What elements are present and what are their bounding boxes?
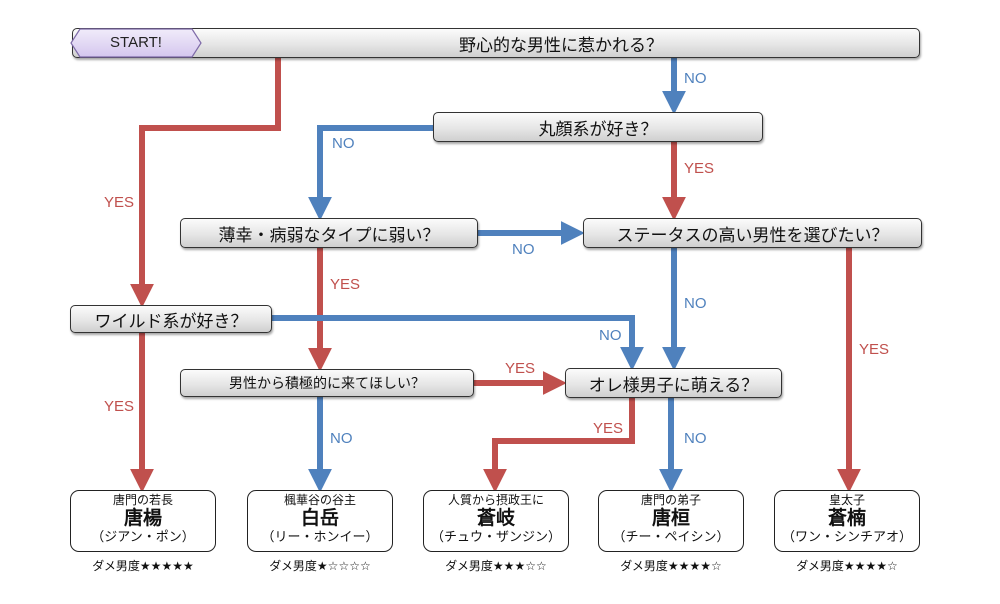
arrow-q5-no <box>272 315 644 371</box>
question-text: 野心的な男性に惹かれる？ <box>459 35 663 56</box>
rating-stars: ★★★☆☆ <box>492 559 547 573</box>
rating-label: ダメ男度 <box>445 559 493 573</box>
result-subtitle: 唐門の弟子 <box>640 493 701 507</box>
question-frail-type: 薄幸・病弱なタイプに弱い？ <box>180 218 478 248</box>
label-q1-no: NO <box>684 70 707 87</box>
result-rating: ダメ男度★★★★☆ <box>598 557 744 574</box>
rating-stars: ★☆☆☆☆ <box>316 559 371 573</box>
rating-stars: ★★★★★ <box>139 559 194 573</box>
result-subtitle: 唐門の若長 <box>112 493 173 507</box>
start-shape <box>70 28 202 58</box>
result-card-cang-nan: 皇太子 蒼楠 （ワン・シンチアオ） <box>774 490 920 552</box>
result-card-tang-yang: 唐門の若長 唐楊 （ジアン・ポン） <box>70 490 216 552</box>
label-q2-no: NO <box>332 135 355 152</box>
label-q5-no: NO <box>599 327 622 344</box>
question-text: ワイルド系が好き？ <box>94 311 248 332</box>
result-reading: （ジアン・ポン） <box>91 530 195 545</box>
arrow-q7-yes <box>483 398 635 493</box>
label-q6-yes: YES <box>505 360 536 377</box>
result-card-bai-yue: 楓華谷の谷主 白岳 （リー・ホンイー） <box>247 490 393 552</box>
result-name: 唐桓 <box>651 507 690 529</box>
result-card-tang-huan: 唐門の弟子 唐桓 （チー・ペイシン） <box>598 490 744 552</box>
result-reading: （リー・ホンイー） <box>261 530 379 545</box>
arrow-q1-yes <box>130 58 281 308</box>
question-high-status: ステータスの高い男性を選びたい？ <box>583 218 922 248</box>
start-label: START! <box>110 34 162 51</box>
result-reading: （チー・ペイシン） <box>612 530 730 545</box>
question-text: 丸顔系が好き？ <box>538 119 658 140</box>
result-name: 蒼岐 <box>476 507 515 529</box>
result-subtitle: 楓華谷の谷主 <box>283 493 356 507</box>
label-q6-no: NO <box>330 430 353 447</box>
question-text: ステータスの高い男性を選びたい？ <box>616 225 889 246</box>
question-ambitious-men: 野心的な男性に惹かれる？ <box>72 28 920 58</box>
label-q4-yes: YES <box>859 341 890 358</box>
result-reading: （ワン・シンチアオ） <box>781 530 912 545</box>
question-assertive-men: 男性から積極的に来てほしい？ <box>180 369 474 397</box>
rating-label: ダメ男度 <box>269 559 317 573</box>
rating-stars: ★★★★☆ <box>843 559 898 573</box>
label-q1-yes: YES <box>104 194 135 211</box>
question-text: 薄幸・病弱なタイプに弱い？ <box>218 225 440 246</box>
result-name: 唐楊 <box>123 507 162 529</box>
label-q3-no: NO <box>512 241 535 258</box>
result-rating: ダメ男度★★★★☆ <box>774 557 920 574</box>
question-text: 男性から積極的に来てほしい？ <box>229 376 425 392</box>
result-subtitle: 皇太子 <box>828 493 865 507</box>
question-round-face: 丸顔系が好き？ <box>433 112 763 142</box>
label-q5-yes: YES <box>104 398 135 415</box>
label-q7-no: NO <box>684 430 707 447</box>
result-card-cang-qi: 人質から摂政王に 蒼岐 （チュウ・ザンジン） <box>423 490 569 552</box>
rating-label: ダメ男度 <box>796 559 844 573</box>
result-rating: ダメ男度★★★★★ <box>70 557 216 574</box>
rating-stars: ★★★★☆ <box>667 559 722 573</box>
label-q2-yes: YES <box>684 160 715 177</box>
result-subtitle: 人質から摂政王に <box>447 493 544 507</box>
result-reading: （チュウ・ザンジン） <box>430 530 561 545</box>
arrow-q2-no <box>308 125 433 221</box>
label-q3-yes: YES <box>330 276 361 293</box>
result-rating: ダメ男度★☆☆☆☆ <box>247 557 393 574</box>
result-name: 蒼楠 <box>827 507 866 529</box>
label-q7-yes: YES <box>593 420 624 437</box>
question-text: オレ様男子に萌える？ <box>588 375 759 396</box>
rating-label: ダメ男度 <box>620 559 668 573</box>
question-ore-sama: オレ様男子に萌える？ <box>565 368 782 398</box>
start-badge: START! <box>70 28 202 58</box>
label-q4-no: NO <box>684 295 707 312</box>
question-wild-type: ワイルド系が好き？ <box>70 305 272 333</box>
result-name: 白岳 <box>300 507 339 529</box>
rating-label: ダメ男度 <box>92 559 140 573</box>
result-rating: ダメ男度★★★☆☆ <box>423 557 569 574</box>
